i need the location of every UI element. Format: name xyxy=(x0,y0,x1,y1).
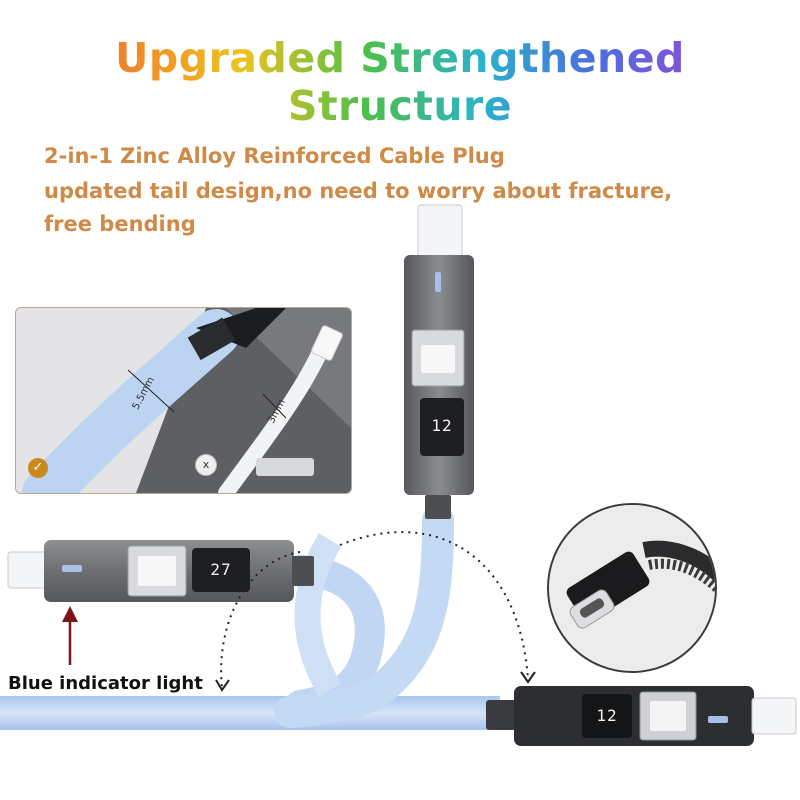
loop-cable xyxy=(294,533,342,697)
dotted-arrowhead-right xyxy=(520,671,536,684)
x-badge: x xyxy=(195,454,217,476)
dotted-connector-left xyxy=(220,551,301,689)
dotted-arrowhead-left xyxy=(215,679,230,692)
feature-line-3: free bending xyxy=(44,212,196,236)
indicator-arrow-head xyxy=(62,606,78,622)
feature-line-1: 2-in-1 Zinc Alloy Reinforced Cable Plug xyxy=(44,144,505,168)
headline: Upgraded Strengthened Structure xyxy=(0,34,800,130)
left-plug xyxy=(7,540,314,602)
bottom-plug xyxy=(486,686,797,746)
check-icon: ✓ xyxy=(28,458,48,478)
cable-thickness-comparison: 5.5mm 3mm ✓ x xyxy=(15,307,352,494)
bottom-cable xyxy=(0,696,500,730)
plug-tail-zoom xyxy=(547,503,717,673)
vertical-plug xyxy=(404,204,474,519)
plug-tail-illustration xyxy=(549,505,715,671)
dotted-connector-right xyxy=(339,531,529,681)
indicator-callout: Blue indicator light xyxy=(8,673,203,694)
vertical-cable xyxy=(274,504,454,728)
comparison-illustration xyxy=(16,308,351,493)
feature-line-2: updated tail design,no need to worry abo… xyxy=(44,179,673,203)
vertical-plug-display: 12 xyxy=(431,416,453,435)
bottom-plug-display: 12 xyxy=(596,706,618,725)
left-plug-display: 27 xyxy=(210,560,232,579)
